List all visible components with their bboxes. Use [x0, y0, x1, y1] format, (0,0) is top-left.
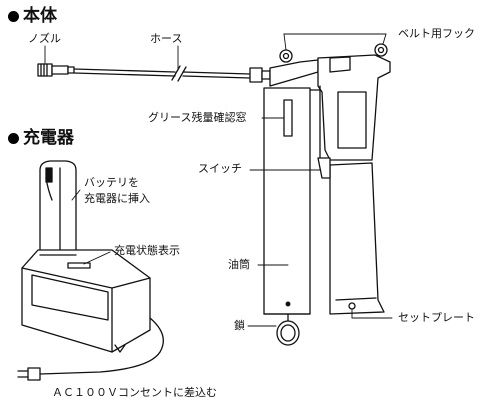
label-oil-cylinder: 油筒: [228, 258, 250, 271]
bullet-icon: [8, 10, 19, 22]
label-charge-status: 充電状態表示: [114, 244, 180, 257]
oil-cylinder-part: [263, 87, 311, 315]
hose-part: [73, 65, 271, 83]
label-battery-insert-line1: バッテリを: [84, 176, 139, 189]
section-heading-main-body: 本体: [8, 6, 57, 26]
label-hose: ホース: [150, 32, 183, 45]
label-battery-insert-line2: 充電器に挿入: [84, 192, 150, 205]
gun-body: [269, 54, 391, 161]
label-set-plate: セットプレート: [398, 311, 475, 324]
section-heading-charger: 充電器: [8, 128, 74, 148]
label-belt-hook: ベルト用フック: [398, 27, 475, 40]
label-switch: スイッチ: [198, 162, 242, 175]
label-ac-outlet: ＡＣ１００Ｖコンセントに差込む: [52, 386, 217, 399]
chain-part: [276, 313, 300, 346]
bullet-icon: [8, 132, 19, 144]
label-nozzle: ノズル: [28, 32, 61, 45]
power-cord-part: [17, 317, 164, 381]
battery-part: [39, 160, 77, 256]
charger-title: 充電器: [23, 128, 74, 148]
label-grease-window: グリース残量確認窓: [148, 111, 247, 124]
main-body-title: 本体: [23, 6, 57, 26]
charger-part: [21, 249, 151, 353]
handle-part: [317, 157, 385, 315]
label-chain: 鎖: [234, 319, 245, 332]
nozzle-part: [37, 63, 75, 77]
leader-lines: [44, 33, 393, 327]
